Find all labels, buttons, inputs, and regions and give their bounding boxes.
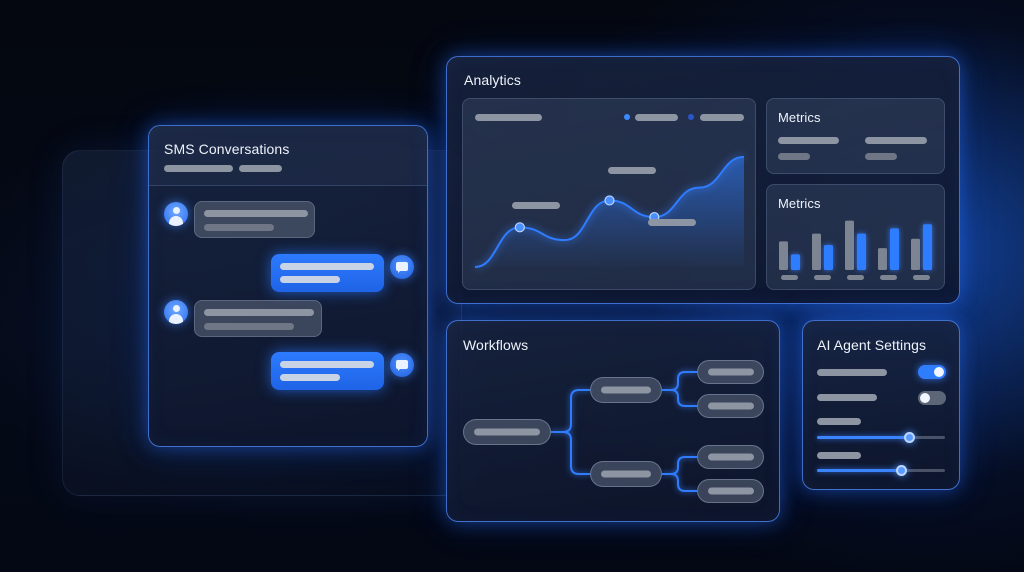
node-label-placeholder <box>601 470 651 478</box>
message-text-line <box>280 276 340 283</box>
message-text-line <box>204 323 294 330</box>
bar-tick-label-placeholder <box>847 275 864 280</box>
workflows-panel: Workflows <box>446 320 780 522</box>
message-text-line <box>204 224 274 231</box>
slider-knob[interactable] <box>904 432 916 443</box>
connector-line <box>662 456 697 475</box>
bar-tick-label-placeholder <box>781 275 798 280</box>
workflow-node-leaf-2[interactable] <box>697 394 764 418</box>
setting-label-placeholder <box>817 369 887 376</box>
chart-data-point <box>514 222 525 233</box>
analytics-title: Analytics <box>464 72 521 88</box>
line-chart-card[interactable] <box>462 98 756 290</box>
connector-line <box>662 473 697 492</box>
workflow-node-leaf-3[interactable] <box>697 445 764 469</box>
setting-label-placeholder <box>817 394 877 401</box>
ai-settings-title: AI Agent Settings <box>817 337 927 353</box>
metric-placeholder <box>778 137 839 144</box>
chat-bubble-icon <box>390 353 414 377</box>
metric-bar <box>890 228 899 270</box>
workflows-title: Workflows <box>463 337 529 353</box>
slider-fill <box>817 469 902 472</box>
workflow-node-branch-2[interactable] <box>590 461 662 487</box>
slider-track[interactable] <box>817 465 945 476</box>
toggle-switch-off[interactable] <box>918 391 946 405</box>
chart-title-placeholder <box>475 114 542 121</box>
metrics-bottom-title: Metrics <box>778 196 821 211</box>
sms-subtitle-placeholder <box>239 165 282 172</box>
legend-dot-series-2 <box>688 114 694 120</box>
node-label-placeholder <box>474 428 540 436</box>
metric-bar <box>845 220 854 270</box>
data-label-placeholder <box>512 202 560 209</box>
node-label-placeholder <box>707 402 754 410</box>
metric-bar <box>857 233 866 270</box>
outgoing-message-bubble[interactable] <box>271 352 384 390</box>
slider-fill <box>817 436 910 439</box>
analytics-panel: Analytics Metrics Metrics <box>446 56 960 304</box>
legend-label-placeholder <box>635 114 678 121</box>
metrics-top-title: Metrics <box>778 110 821 125</box>
metric-bar <box>812 233 821 270</box>
node-label-placeholder <box>707 487 754 495</box>
sms-subtitle-placeholder <box>164 165 233 172</box>
legend-label-placeholder <box>700 114 744 121</box>
metrics-card-top[interactable]: Metrics <box>766 98 945 174</box>
connector-line <box>551 431 590 475</box>
metric-bar <box>791 254 800 270</box>
setting-label-placeholder <box>817 452 861 459</box>
connector-line <box>662 389 697 407</box>
metrics-card-bottom[interactable]: Metrics <box>766 184 945 290</box>
setting-label-placeholder <box>817 418 861 425</box>
metric-placeholder <box>778 153 810 160</box>
workflow-node-branch-1[interactable] <box>590 377 662 403</box>
chart-data-point <box>604 195 615 206</box>
data-label-placeholder <box>608 167 656 174</box>
message-text-line <box>280 361 374 368</box>
slider-knob[interactable] <box>896 465 908 476</box>
connector-line <box>551 389 590 433</box>
metric-placeholder <box>865 153 897 160</box>
toggle-knob <box>920 393 930 403</box>
bar-tick-label-placeholder <box>880 275 897 280</box>
node-label-placeholder <box>707 453 754 461</box>
toggle-knob <box>934 367 944 377</box>
user-avatar-icon <box>164 202 188 226</box>
workflow-connectors <box>551 371 697 492</box>
chat-bubble-icon <box>390 255 414 279</box>
metric-bar <box>878 248 887 270</box>
sms-header: SMS Conversations <box>149 126 427 186</box>
metric-bar <box>923 224 932 270</box>
legend-dot-series-1 <box>624 114 630 120</box>
node-label-placeholder <box>601 386 651 394</box>
metrics-bar-chart <box>779 220 932 280</box>
ai-agent-settings-panel: AI Agent Settings <box>802 320 960 490</box>
user-avatar-icon <box>164 300 188 324</box>
message-text-line <box>280 263 374 270</box>
incoming-message-bubble[interactable] <box>194 300 322 337</box>
data-label-placeholder <box>648 219 696 226</box>
workflow-node-leaf-4[interactable] <box>697 479 764 503</box>
message-text-line <box>280 374 340 381</box>
metric-bar <box>779 241 788 270</box>
message-text-line <box>204 309 314 316</box>
metric-placeholder <box>865 137 927 144</box>
sms-conversations-panel: SMS Conversations <box>148 125 428 447</box>
sms-title: SMS Conversations <box>164 141 290 157</box>
outgoing-message-bubble[interactable] <box>271 254 384 292</box>
slider-track[interactable] <box>817 432 945 443</box>
incoming-message-bubble[interactable] <box>194 201 315 238</box>
metric-bar <box>824 245 833 270</box>
workflow-node-leaf-1[interactable] <box>697 360 764 384</box>
area-line-chart <box>474 155 745 268</box>
node-label-placeholder <box>707 368 754 376</box>
metric-bar <box>911 238 920 270</box>
chart-area-fill <box>475 156 744 267</box>
toggle-switch-on[interactable] <box>918 365 946 379</box>
bar-tick-label-placeholder <box>913 275 930 280</box>
bar-tick-label-placeholder <box>814 275 831 280</box>
message-text-line <box>204 210 308 217</box>
workflow-node-root[interactable] <box>463 419 551 445</box>
connector-line <box>662 371 697 391</box>
